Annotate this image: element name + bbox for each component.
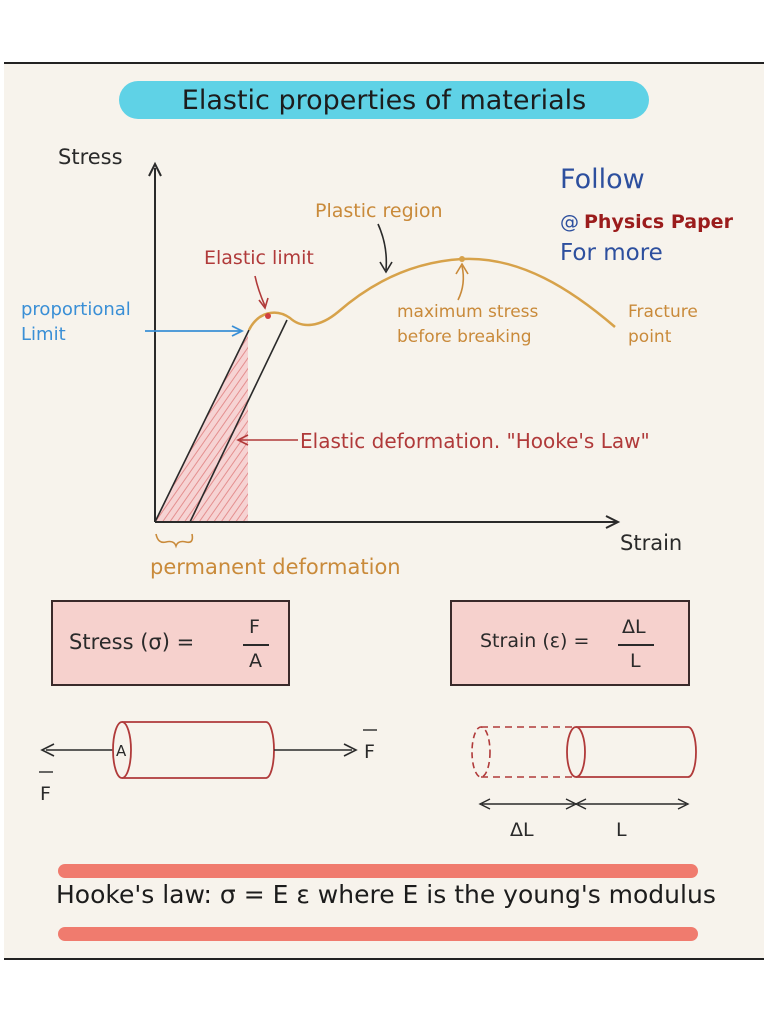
- follow-handle-prefix: @: [560, 211, 579, 233]
- bottom-rule: [4, 958, 764, 960]
- length-left-arrowhead: [574, 798, 587, 810]
- hookes-law-statement: Hooke's law: σ = E ε where E is the youn…: [56, 880, 716, 909]
- banner-top-stripe: [58, 864, 698, 878]
- follow-more: For more: [560, 240, 663, 266]
- banner-bottom-stripe: [58, 927, 698, 941]
- right-force-label: F: [364, 741, 375, 763]
- plastic-region-arrowhead: [379, 261, 393, 274]
- elastic-deformation-arrowhead: [236, 434, 249, 446]
- length-right-arrowhead: [677, 798, 690, 810]
- left-force-arrowhead: [40, 743, 55, 757]
- top-rule: [4, 62, 764, 64]
- strain-formula-numerator: ΔL: [622, 616, 646, 638]
- delta-l-label: ΔL: [510, 819, 534, 841]
- strain-formula-fraction-bar: [618, 644, 654, 646]
- elastic-deformation-label: Elastic deformation. "Hooke's Law": [300, 429, 650, 453]
- strain-formula-lhs: Strain (ε) =: [480, 630, 590, 652]
- area-label: A: [116, 742, 127, 760]
- y-axis-label: Stress: [58, 145, 123, 169]
- right-force-arrowhead: [343, 743, 358, 757]
- stress-cylinder-face: [112, 721, 132, 779]
- plastic-region-arrow: [377, 223, 388, 271]
- elastic-limit-point: [265, 313, 271, 319]
- unloading-line: [189, 319, 288, 523]
- strain-formula-box: Strain (ε) = ΔL L: [450, 600, 690, 686]
- infographic-card: [4, 64, 764, 958]
- maximum-stress-label-1: maximum stress: [397, 302, 539, 322]
- x-axis-label: Strain: [620, 531, 682, 555]
- elastic-limit-arrowhead: [258, 297, 269, 310]
- stress-formula-numerator: F: [249, 616, 260, 638]
- strain-formula-denominator: L: [630, 650, 641, 672]
- proportional-limit-label-2: Limit: [21, 324, 66, 345]
- original-cylinder-face: [471, 726, 491, 778]
- delta-l-left-arrowhead: [478, 798, 491, 810]
- elastic-loading-line: [154, 329, 250, 523]
- permanent-deformation-brace: [155, 533, 194, 549]
- elastic-limit-label: Elastic limit: [204, 247, 314, 269]
- stretched-cylinder-face: [566, 726, 586, 778]
- fracture-point-label-1: Fracture: [628, 302, 698, 322]
- proportional-limit-label-1: proportional: [21, 299, 131, 320]
- y-axis-arrowhead: [148, 161, 162, 177]
- stress-formula-denominator: A: [249, 650, 262, 672]
- x-axis-arrowhead: [605, 515, 621, 529]
- maximum-stress-point: [459, 256, 465, 262]
- stress-formula-box: Stress (σ) = F A: [51, 600, 290, 686]
- plastic-region-label: Plastic region: [315, 200, 443, 222]
- page-title: Elastic properties of materials: [181, 84, 587, 116]
- stress-cylinder-body: [122, 721, 275, 779]
- follow-label: Follow: [560, 164, 645, 195]
- maximum-stress-arrow: [457, 265, 465, 301]
- elastic-limit-arrow: [254, 275, 266, 307]
- stress-formula-fraction-bar: [243, 644, 269, 646]
- maximum-stress-arrowhead: [455, 262, 469, 275]
- stress-strain-curve: [247, 257, 616, 331]
- follow-handle: Physics Paper: [584, 211, 734, 233]
- fracture-point-label-2: point: [628, 327, 672, 347]
- maximum-stress-label-2: before breaking: [397, 327, 532, 347]
- stress-formula-lhs: Stress (σ) =: [69, 630, 195, 654]
- stretched-cylinder-body: [576, 726, 697, 778]
- title-pill: Elastic properties of materials: [119, 81, 649, 119]
- length-label: L: [616, 819, 627, 841]
- left-force-label: F: [40, 783, 51, 805]
- permanent-deformation-label: permanent deformation: [150, 555, 401, 579]
- proportional-limit-arrowhead: [231, 325, 245, 337]
